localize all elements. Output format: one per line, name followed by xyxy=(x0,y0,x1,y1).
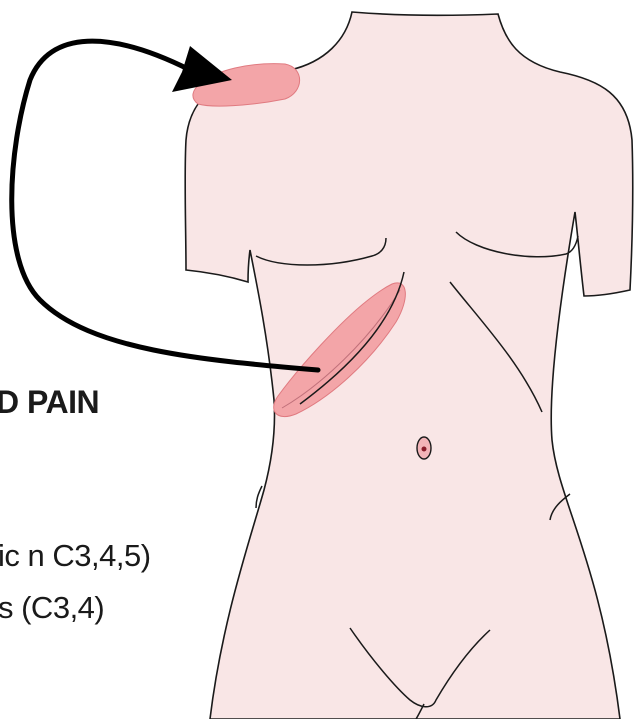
pain-title: D PAIN xyxy=(0,384,99,421)
phrenic-nerve-text: ic n C3,4,5) xyxy=(0,538,151,574)
supraclavicular-text: s (C3,4) xyxy=(0,590,104,626)
navel-center xyxy=(422,447,427,452)
